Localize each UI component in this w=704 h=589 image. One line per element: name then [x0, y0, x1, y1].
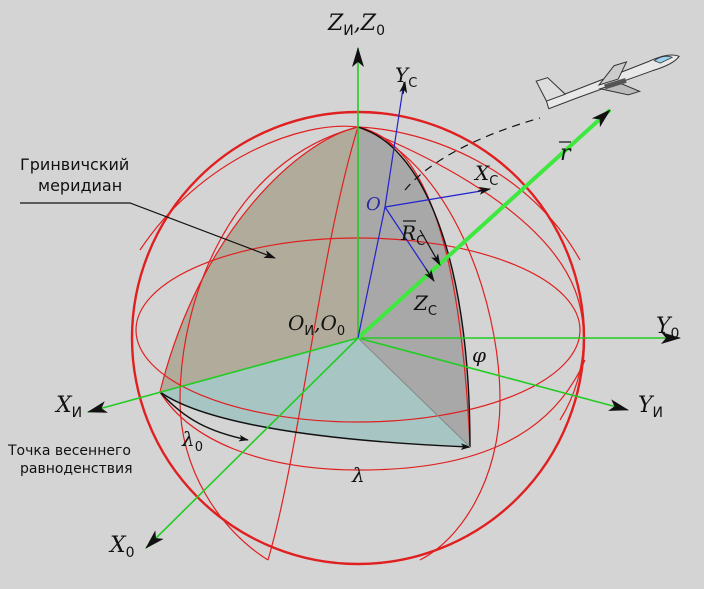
flight-path	[404, 117, 541, 191]
equatorial-sector	[160, 338, 470, 447]
x0-axis-label: X0	[108, 533, 135, 561]
rc-label: RC	[400, 221, 425, 249]
meridian-arc-outline	[357, 126, 471, 448]
lambda0-label: λ0	[181, 427, 203, 455]
greenwich-annotation-line1: Гринвичский	[20, 155, 129, 174]
phi-label: φ	[472, 343, 486, 367]
radius-vector	[356, 108, 612, 340]
zc-axis-line	[384, 206, 433, 279]
greenwich-annotation-line2: меридиан	[38, 176, 122, 195]
x0-axis	[145, 337, 359, 549]
xi-axis-label: XИ	[54, 393, 82, 421]
zc-label: ZC	[413, 291, 437, 319]
lambda0-arc	[159, 391, 249, 442]
y0-axis-label: Y0	[656, 314, 679, 342]
xc-label: XC	[473, 161, 498, 189]
meridian-left	[179, 126, 359, 561]
r-vector-label: r	[560, 141, 572, 166]
yi-axis-label: YИ	[638, 393, 663, 421]
lambda-label: λ	[351, 463, 365, 487]
vernal-annotation-line1: Точка весеннего	[7, 443, 131, 459]
xc-arrow	[477, 186, 491, 195]
body-axes	[357, 81, 488, 339]
zc-arrow	[424, 268, 435, 282]
xc-axis-line	[384, 189, 488, 208]
rc-vector	[419, 229, 441, 266]
yi-axis	[357, 337, 629, 411]
aircraft-icon	[535, 54, 680, 110]
o-point-label: O	[366, 194, 381, 215]
yc-label: YC	[395, 63, 417, 91]
longitude-arc	[159, 391, 471, 450]
vernal-annotation-line2: равноденствия	[20, 461, 133, 477]
z-axis-label: ZИ,Z0	[327, 11, 385, 39]
greenwich-meridian	[159, 126, 359, 393]
greenwich-leader	[20, 202, 276, 259]
meridian-far-right	[357, 126, 501, 561]
greenwich-meridian-sector	[160, 127, 358, 392]
xi-axis	[87, 337, 359, 413]
lower-latitude	[159, 359, 586, 471]
center-to-o-line	[357, 206, 386, 339]
inertial-axes	[87, 47, 681, 549]
sphere	[130, 110, 586, 566]
meridian-front	[267, 126, 359, 561]
radius-to-equator	[357, 337, 471, 448]
yc-axis-line	[384, 81, 405, 208]
yc-arrow	[399, 81, 408, 95]
origin-label: OИ,O0	[288, 311, 345, 339]
